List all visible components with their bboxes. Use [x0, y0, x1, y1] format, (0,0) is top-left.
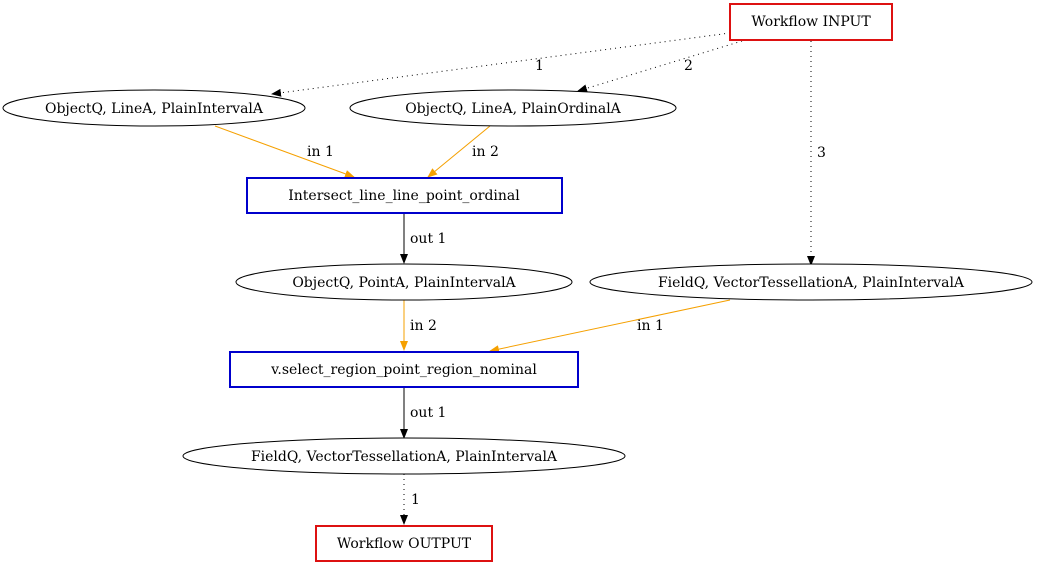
- edge-input3-to-select: [489, 299, 731, 354]
- edge-label-input1-to-intersect: in 1: [307, 144, 334, 160]
- edge-label-result-to-output: 1: [411, 492, 420, 508]
- operation-intersect-label: Intersect_line_line_point_ordinal: [288, 188, 520, 204]
- edge-label-input3-to-select: in 1: [637, 318, 664, 334]
- operation-select-label: v.select_region_point_region_nominal: [270, 362, 537, 378]
- data-node-intermediate: ObjectQ, PointA, PlainIntervalA: [235, 263, 573, 301]
- edge-label-input-to-input1: 1: [535, 58, 544, 74]
- edge-input-to-input1: [271, 32, 731, 97]
- data-node-input-3-label: FieldQ, VectorTessellationA, PlainInterv…: [658, 275, 965, 291]
- data-node-input-2-label: ObjectQ, LineA, PlainOrdinalA: [405, 101, 621, 117]
- edge-input-to-input2: [577, 40, 743, 93]
- workflow-output-label: Workflow OUTPUT: [337, 536, 472, 552]
- operation-node-intersect: Intersect_line_line_point_ordinal: [246, 177, 563, 214]
- data-node-input-2: ObjectQ, LineA, PlainOrdinalA: [349, 89, 677, 127]
- edge-label-input2-to-intersect: in 2: [472, 144, 499, 160]
- data-node-result: FieldQ, VectorTessellationA, PlainInterv…: [182, 437, 626, 475]
- data-node-input-1: ObjectQ, LineA, PlainIntervalA: [2, 89, 306, 127]
- operation-node-select: v.select_region_point_region_nominal: [229, 351, 579, 388]
- edge-input2-to-intersect: [427, 125, 491, 178]
- workflow-input-label: Workflow INPUT: [751, 14, 871, 30]
- data-node-result-label: FieldQ, VectorTessellationA, PlainInterv…: [251, 449, 558, 465]
- data-node-input-1-label: ObjectQ, LineA, PlainIntervalA: [45, 101, 264, 117]
- edge-label-intersect-out: out 1: [410, 231, 446, 247]
- workflow-input-node: Workflow INPUT: [729, 3, 893, 41]
- workflow-output-node: Workflow OUTPUT: [315, 525, 493, 562]
- data-node-intermediate-label: ObjectQ, PointA, PlainIntervalA: [292, 275, 516, 291]
- data-node-input-3: FieldQ, VectorTessellationA, PlainInterv…: [589, 263, 1033, 301]
- edge-label-intermediate-to-select: in 2: [410, 318, 437, 334]
- edge-input1-to-intersect: [214, 125, 355, 178]
- edge-label-select-out: out 1: [410, 405, 446, 421]
- edge-label-input-to-input2: 2: [684, 58, 693, 74]
- edge-label-input-to-input3: 3: [817, 145, 826, 161]
